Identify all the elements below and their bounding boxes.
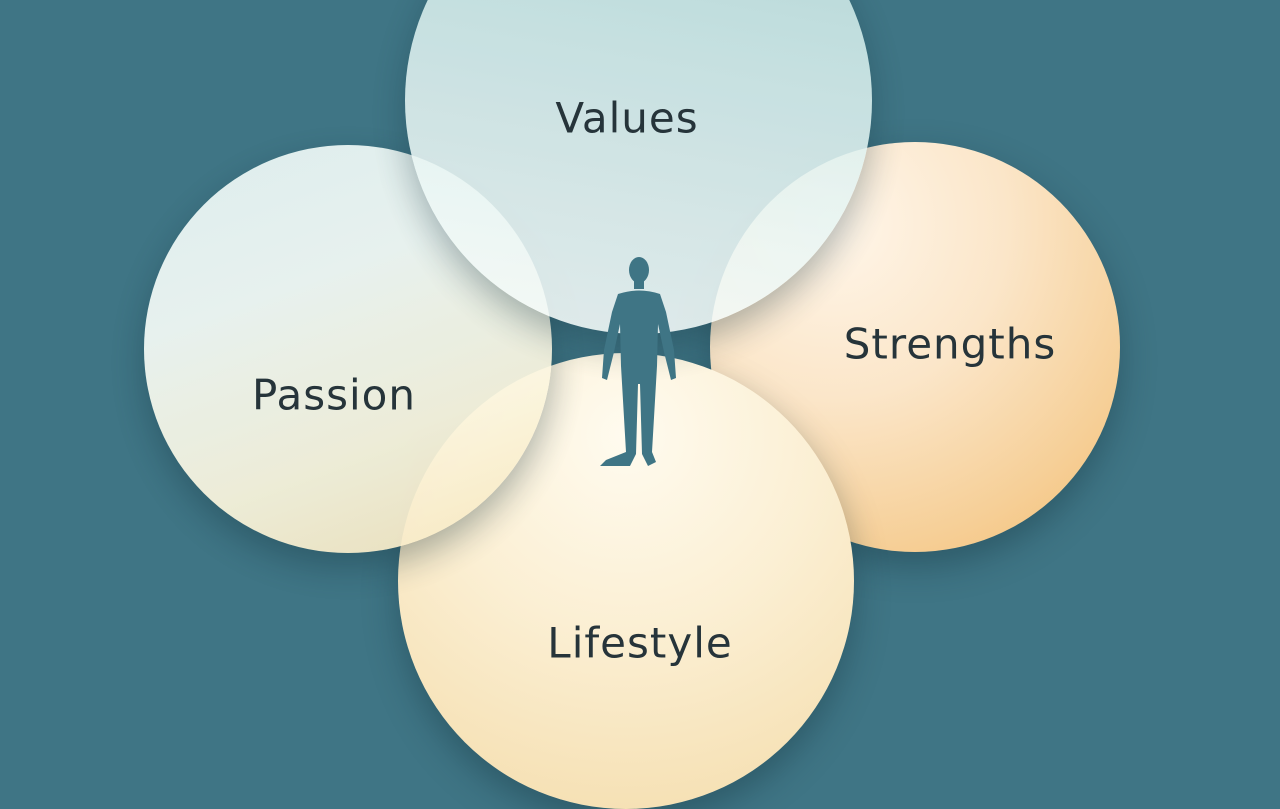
person-silhouette-icon: [600, 257, 676, 466]
values-label: Values: [555, 93, 699, 143]
venn-diagram: Values Strengths Passion Lifestyle: [144, 0, 1120, 809]
strengths-label: Strengths: [843, 319, 1057, 369]
passion-label: Passion: [252, 370, 416, 420]
lifestyle-label: Lifestyle: [547, 618, 733, 668]
